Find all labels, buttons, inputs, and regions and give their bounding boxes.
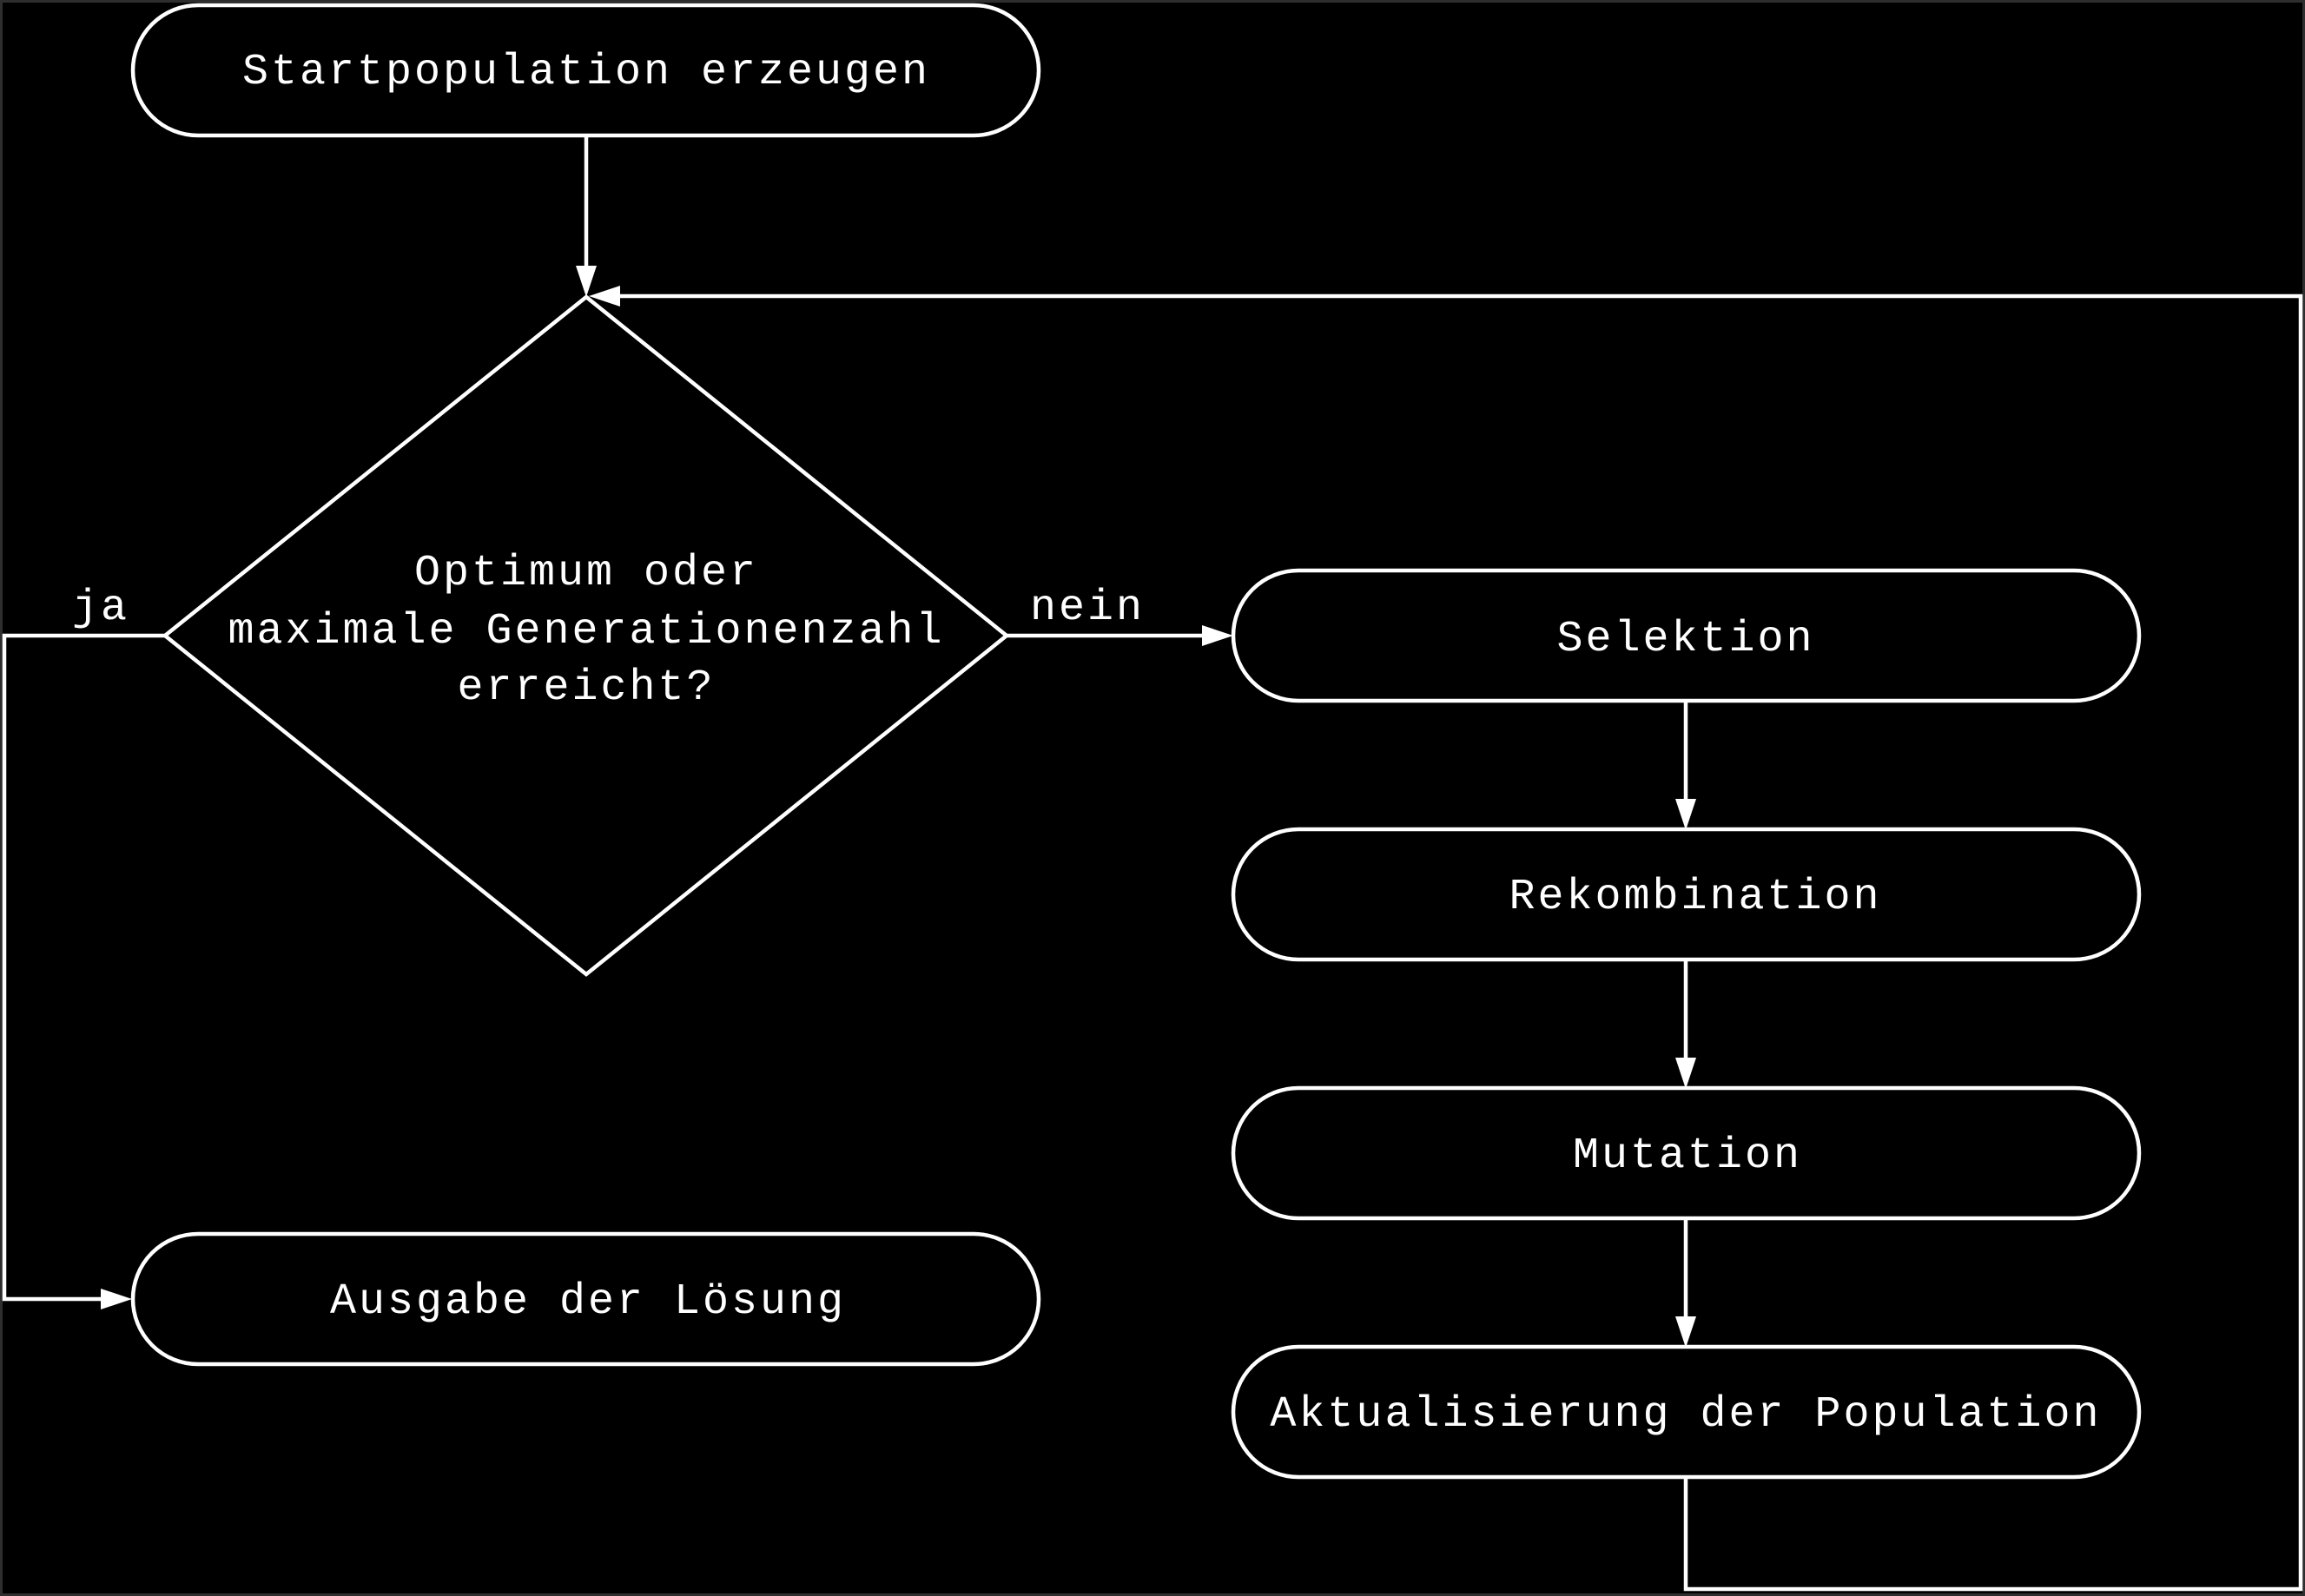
arrowhead-decision-to-output: [101, 1289, 132, 1309]
start-node-label: Startpopulation erzeugen: [242, 48, 930, 97]
output-node: [130, 1231, 1041, 1367]
arrowhead-selection-to-recombination: [1675, 799, 1696, 830]
output-node-label: Ausgabe der Lösung: [330, 1277, 846, 1327]
update-population-node-label: Aktualisierung der Population: [1270, 1390, 2101, 1440]
arrowhead-loop-to-decision: [589, 286, 620, 307]
arrowhead-mutation-to-update: [1675, 1316, 1696, 1348]
arrowhead-recombination-to-mutation: [1675, 1058, 1696, 1089]
edge-label-no: nein: [1030, 584, 1145, 633]
arrowhead-decision-to-selection: [1202, 625, 1233, 646]
edge-decision-to-output: [2, 633, 165, 1302]
update-population-node: [1231, 1344, 2142, 1480]
start-node: [130, 3, 1041, 138]
edge-label-yes: ja: [72, 584, 129, 633]
mutation-node: [1231, 1085, 2142, 1221]
mutation-node-label: Mutation: [1573, 1131, 1802, 1181]
edge-update-loop-to-decision: [617, 293, 2303, 1592]
selection-node-label: Selektion: [1556, 615, 1814, 664]
recombination-node-label: Rekombination: [1509, 873, 1881, 922]
selection-node: [1231, 568, 2142, 703]
decision-node-label-line1: Optimum oder: [414, 549, 758, 598]
arrowhead-start-to-decision: [576, 266, 597, 297]
decision-node: [162, 294, 1010, 977]
recombination-node: [1231, 827, 2142, 962]
decision-node-label-line3: erreicht?: [457, 663, 715, 713]
decision-node-label-line2: maximale Generationenzahl: [228, 607, 944, 656]
